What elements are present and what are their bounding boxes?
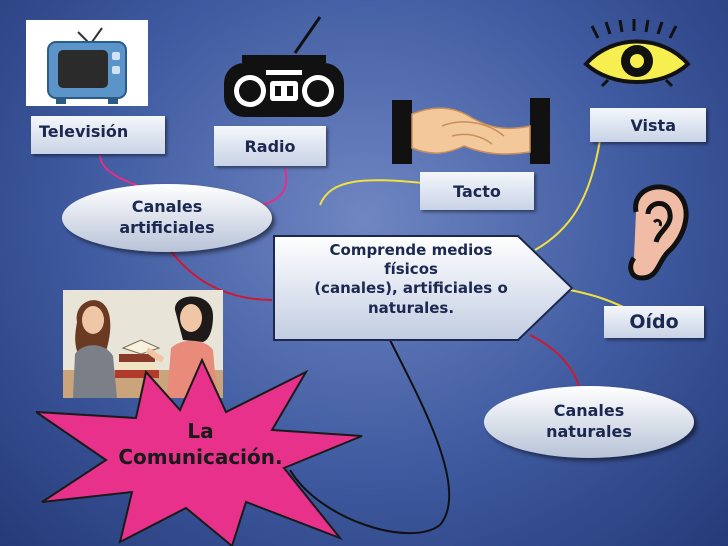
connector-center-loop [289, 339, 451, 535]
radio-boombox-icon [224, 16, 344, 117]
eye-icon [583, 19, 691, 88]
connector-tacto-to-center [319, 179, 441, 206]
connector-vista-to-center [534, 139, 601, 251]
television-icon [26, 20, 148, 106]
connector-center-to-natural [529, 334, 581, 391]
starburst-shape [36, 357, 363, 546]
label-television-text: Televisión [39, 122, 129, 141]
label-oido-text: Oído [629, 311, 679, 333]
label-radio: Radio [214, 126, 326, 166]
burst-title: La Comunicación. [118, 419, 283, 469]
label-vista-text: Vista [630, 115, 676, 135]
handshake-icon [392, 98, 550, 164]
oval-canales-artificiales: Canales artificiales [62, 184, 272, 252]
label-oido: Oído [604, 306, 704, 338]
oval-canales-artificiales-text: Canales artificiales [119, 197, 215, 237]
label-tacto: Tacto [420, 172, 534, 210]
label-tacto-text: Tacto [453, 181, 501, 201]
label-vista: Vista [590, 108, 706, 142]
ear-icon [628, 184, 689, 281]
two-women-talking-image [63, 290, 223, 398]
center-arrow-shape [273, 235, 574, 341]
label-television: Televisión [31, 116, 165, 154]
center-description: Comprende medios físicos (canales), arti… [314, 241, 508, 317]
label-radio-text: Radio [244, 136, 296, 156]
oval-canales-naturales: Canales naturales [484, 386, 694, 458]
oval-canales-naturales-text: Canales naturales [546, 401, 632, 441]
connector-radio-to-artificial [261, 167, 288, 206]
